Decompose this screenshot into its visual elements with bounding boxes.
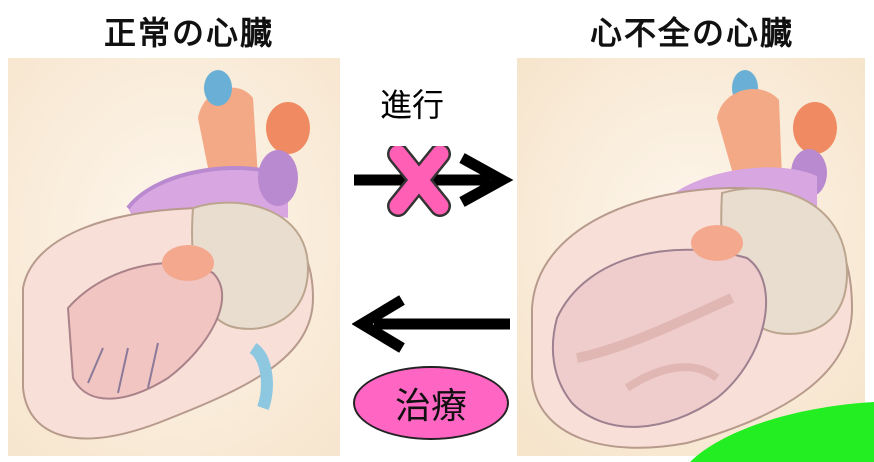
failing-heart-title: 心不全の心臓 [590, 8, 794, 54]
failing-heart-illustration [517, 58, 865, 456]
artery-shape [266, 102, 310, 154]
green-accent-shape [690, 402, 874, 462]
progression-label: 進行 [380, 80, 444, 126]
vein-top-shape [204, 70, 232, 106]
normal-heart-title: 正常の心臓 [104, 8, 274, 54]
normal-heart-illustration [8, 58, 340, 456]
treatment-badge: 治療 [353, 366, 509, 440]
back-arrow-icon [352, 290, 512, 362]
forward-arrow-icon [350, 146, 520, 230]
